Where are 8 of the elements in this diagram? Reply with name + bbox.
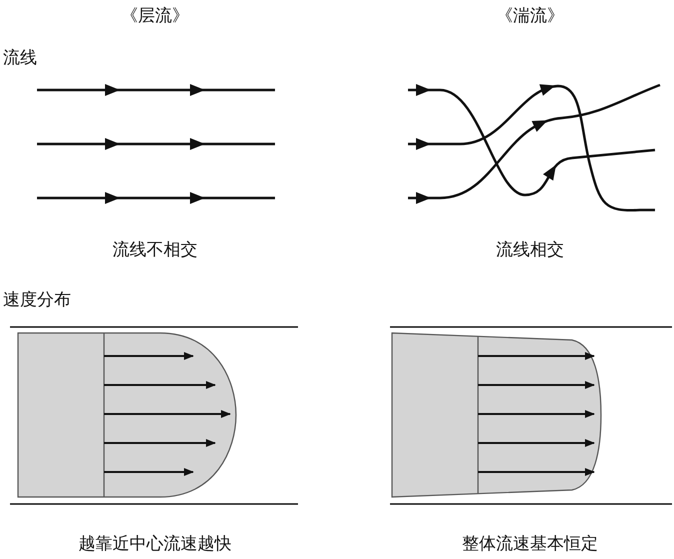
column-heading: 《湍流》 — [496, 6, 564, 26]
caption: 越靠近中心流速越快 — [78, 534, 232, 554]
row-heading: 速度分布 — [3, 290, 71, 310]
caption: 流线不相交 — [112, 240, 198, 260]
row-heading: 流线 — [3, 48, 37, 68]
column-heading: 《层流》 — [121, 6, 189, 26]
caption: 流线相交 — [496, 240, 564, 260]
caption: 整体流速基本恒定 — [462, 534, 598, 554]
